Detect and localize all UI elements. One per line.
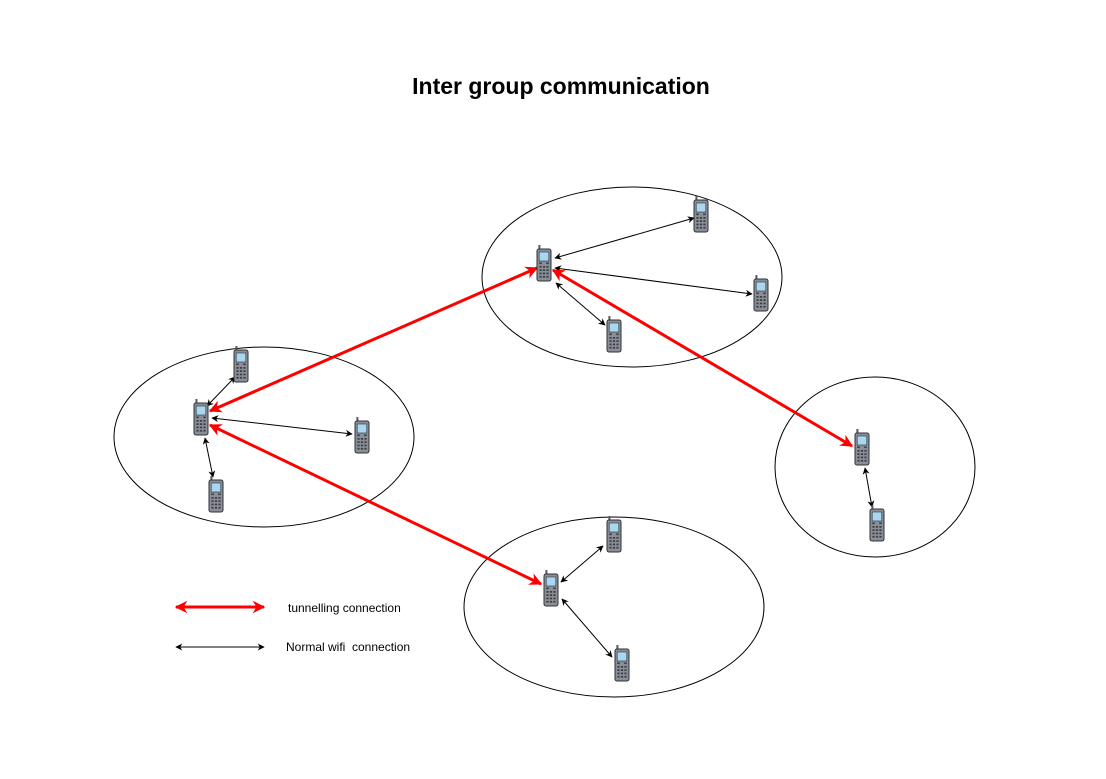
- mobile-phone-icon: [354, 416, 370, 454]
- mobile-phone-icon: [536, 244, 552, 282]
- legend: tunnelling connection Normal wifi connec…: [174, 600, 410, 654]
- tunnelling-connection: [208, 266, 539, 413]
- mobile-phone-icon: [193, 398, 209, 436]
- mobile-phone-icon: [869, 504, 885, 542]
- wifi-connection: [560, 545, 604, 583]
- wifi-connection: [211, 415, 353, 437]
- mobile-phone-icon: [614, 644, 630, 682]
- mobile-phone-icon: [208, 475, 224, 513]
- mobile-phone-icon: [233, 345, 249, 383]
- wifi-connection: [561, 598, 613, 658]
- diagram-title: Inter group communication: [412, 73, 710, 99]
- legend-tunnel-label: tunnelling connection: [288, 601, 401, 615]
- mobile-phone-icon: [753, 274, 769, 312]
- mobile-phone-icon: [693, 195, 709, 233]
- legend-wifi-label: Normal wifi connection: [286, 640, 410, 654]
- mobile-phone-icon: [606, 515, 622, 553]
- group-right: [774, 376, 976, 558]
- wifi-connection: [555, 282, 606, 326]
- group-bottom: [463, 516, 765, 698]
- wifi-connections: [202, 216, 875, 658]
- tunnelling-connections: [208, 266, 854, 586]
- wifi-connection: [862, 467, 875, 508]
- mobile-phone-icon: [543, 569, 559, 607]
- group-top: [481, 186, 783, 368]
- tunnelling-connection: [208, 423, 543, 586]
- wifi-connection: [202, 437, 216, 478]
- wifi-connection: [554, 216, 695, 260]
- tunnelling-connection: [551, 268, 854, 448]
- mobile-phone-icon: [854, 428, 870, 466]
- mobile-phone-icon: [606, 315, 622, 353]
